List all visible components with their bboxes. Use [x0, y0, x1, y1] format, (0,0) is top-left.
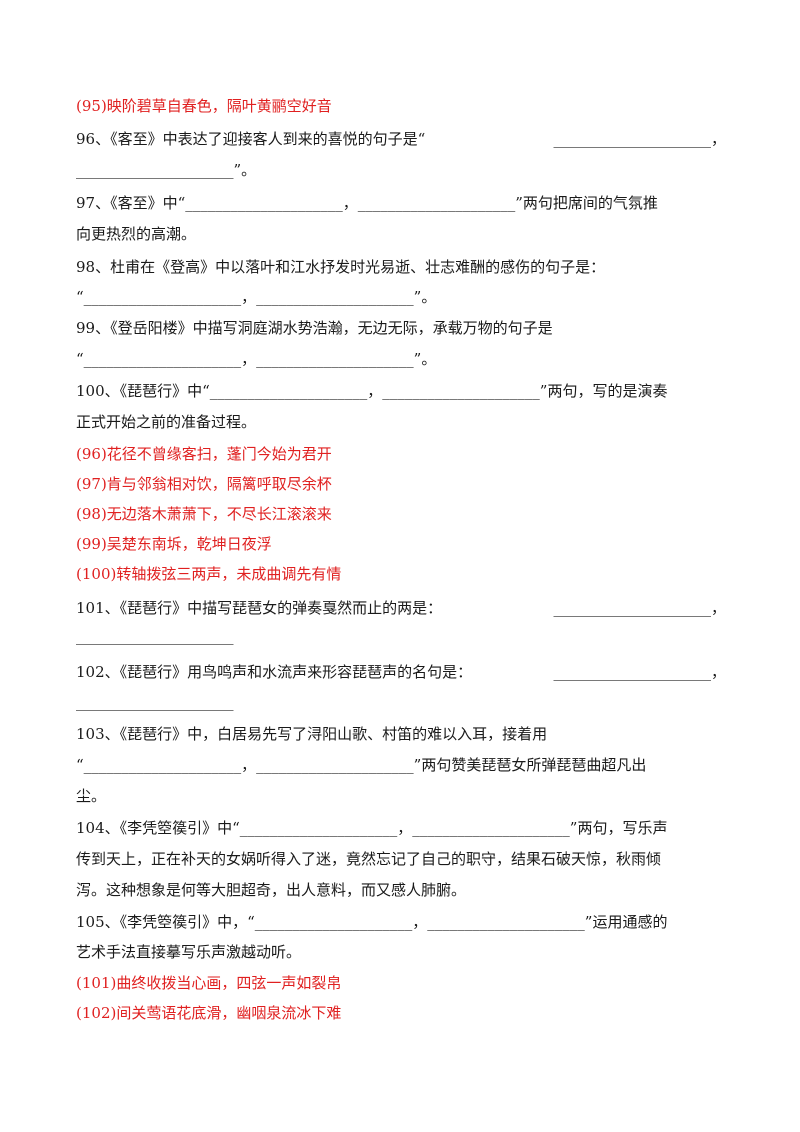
question-103-line-1: 103、《琵琶行》中，白居易先写了浔阳山歌、村笛的难以入耳，接着用 [76, 725, 548, 743]
question-100-line-1: 100、《琵琶行》中“_____________________，_______… [76, 382, 668, 400]
question-102-blank: _____________________， [553, 663, 726, 681]
question-103-line-3: 尘。 [76, 787, 107, 805]
question-97-line-2: 向更热烈的高潮。 [76, 225, 197, 243]
question-99-line-1: 99、《登岳阳楼》中描写洞庭湖水势浩瀚，无边无际，承载万物的句子是 [76, 319, 553, 337]
answer-line-97: (97)肯与邻翁相对饮，隔篱呼取尽余杯 [76, 475, 332, 493]
question-96-line-1: 96、《客至》中表达了迎接客人到来的喜悦的句子是“ ______________… [76, 129, 726, 149]
question-96-text: 96、《客至》中表达了迎接客人到来的喜悦的句子是“ [76, 130, 426, 148]
question-101-line-2: _____________________ [76, 627, 234, 645]
question-105-line-1: 105、《李凭箜篌引》中，“_____________________，____… [76, 913, 668, 931]
question-104-line-3: 泻。这种想象是何等大胆超奇，出人意料，而又感人肺腑。 [76, 881, 467, 899]
question-104-line-1: 104、《李凭箜篌引》中“_____________________，_____… [76, 819, 668, 837]
answer-line-95: (95)映阶碧草自春色，隔叶黄鹂空好音 [76, 97, 332, 115]
question-104-line-2: 传到天上，正在补天的女娲听得入了迷，竟然忘记了自己的职守，结果石破天惊，秋雨倾 [76, 850, 662, 868]
question-98-line-2: “_____________________，_________________… [76, 288, 437, 306]
question-102-line-1: 102、《琵琶行》用鸟鸣声和水流声来形容琵琶声的名句是： ___________… [76, 662, 726, 682]
answer-line-96: (96)花径不曾缘客扫，蓬门今始为君开 [76, 445, 332, 463]
question-99-line-2: “_____________________，_________________… [76, 350, 437, 368]
answer-line-98: (98)无边落木萧萧下，不尽长江滚滚来 [76, 505, 332, 523]
question-101-text: 101、《琵琶行》中描写琵琶女的弹奏戛然而止的两是： [76, 599, 443, 617]
answer-line-100: (100)转轴拨弦三两声，未成曲调先有情 [76, 565, 342, 583]
question-101-blank: _____________________， [553, 599, 726, 617]
question-100-line-2: 正式开始之前的准备过程。 [76, 413, 257, 431]
question-102-line-2: _____________________ [76, 693, 234, 711]
question-101-line-1: 101、《琵琶行》中描写琵琶女的弹奏戛然而止的两是： _____________… [76, 598, 726, 618]
question-102-text: 102、《琵琶行》用鸟鸣声和水流声来形容琵琶声的名句是： [76, 663, 473, 681]
answer-line-102: (102)间关莺语花底滑，幽咽泉流冰下难 [76, 1004, 342, 1022]
question-98-line-1: 98、杜甫在《登高》中以落叶和江水抒发时光易逝、壮志难酬的感伤的句子是： [76, 258, 606, 276]
question-97-line-1: 97、《客至》中“_____________________，_________… [76, 194, 658, 212]
answer-line-101: (101)曲终收拨当心画，四弦一声如裂帛 [76, 974, 342, 992]
question-105-line-2: 艺术手法直接摹写乐声激越动听。 [76, 943, 302, 961]
question-96-line-2: _____________________”。 [76, 161, 257, 179]
question-96-blank: _____________________， [553, 130, 726, 148]
question-103-line-2: “_____________________，_________________… [76, 756, 647, 774]
answer-line-99: (99)吴楚东南坼，乾坤日夜浮 [76, 535, 272, 553]
